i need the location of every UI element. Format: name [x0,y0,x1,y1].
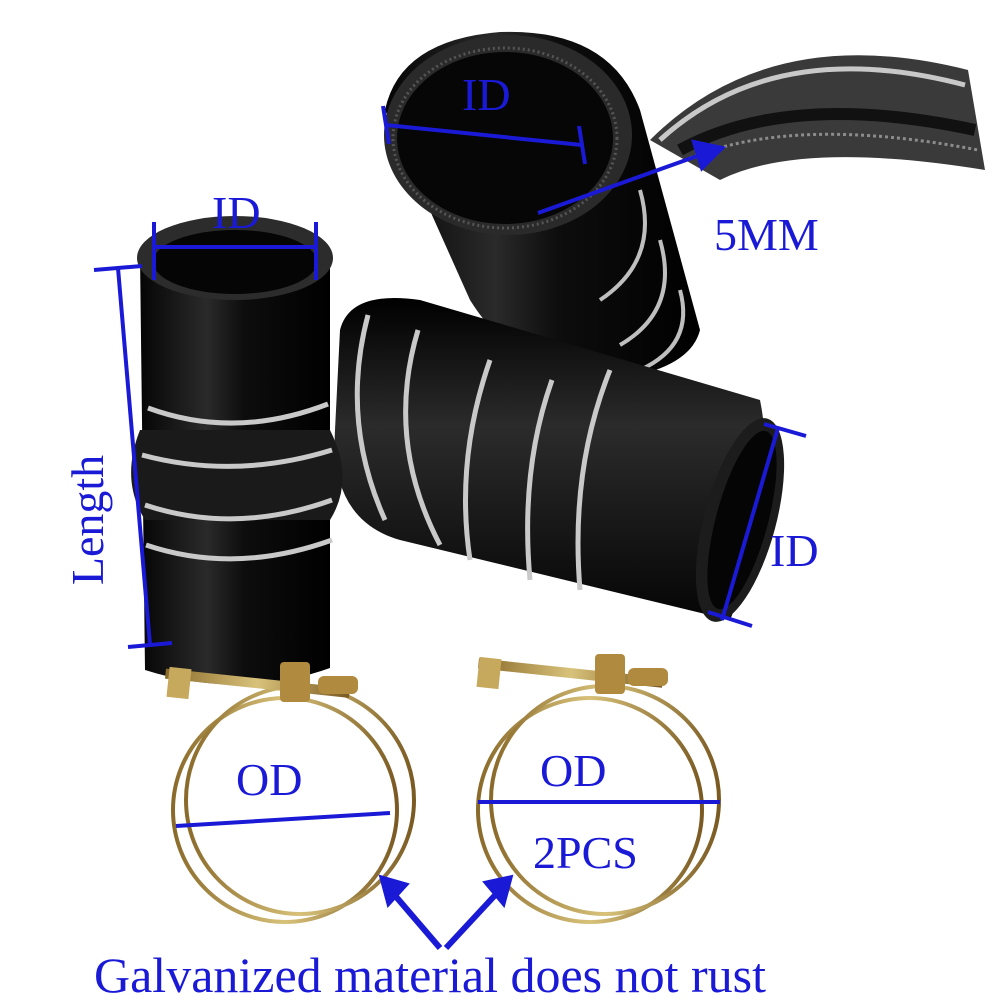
wall-cross-section [650,55,985,180]
length-measure-line [116,267,152,646]
length-label: Length [62,454,113,586]
hose-middle [334,298,785,622]
clamp-left [164,662,416,924]
od-left-measure-line [175,811,391,828]
5mm-pointer-arrowhead [691,139,727,172]
id-label-right: ID [770,525,819,576]
od-label-right: OD [540,745,607,796]
caption-text: Galvanized material does not rust [94,947,766,1000]
wall-thickness-label: 5MM [714,209,819,260]
hose-left [131,216,343,685]
id-label-top: ID [462,69,511,120]
od-label-left: OD [236,754,303,805]
5mm-pointer-line [537,153,701,215]
quantity-label: 2PCS [533,827,638,878]
id-top-measure-line [385,123,583,147]
id-label-left: ID [212,187,261,238]
caption-arrows [378,874,514,951]
annotation-marks [93,105,807,828]
id-right-measure-line [720,427,780,621]
